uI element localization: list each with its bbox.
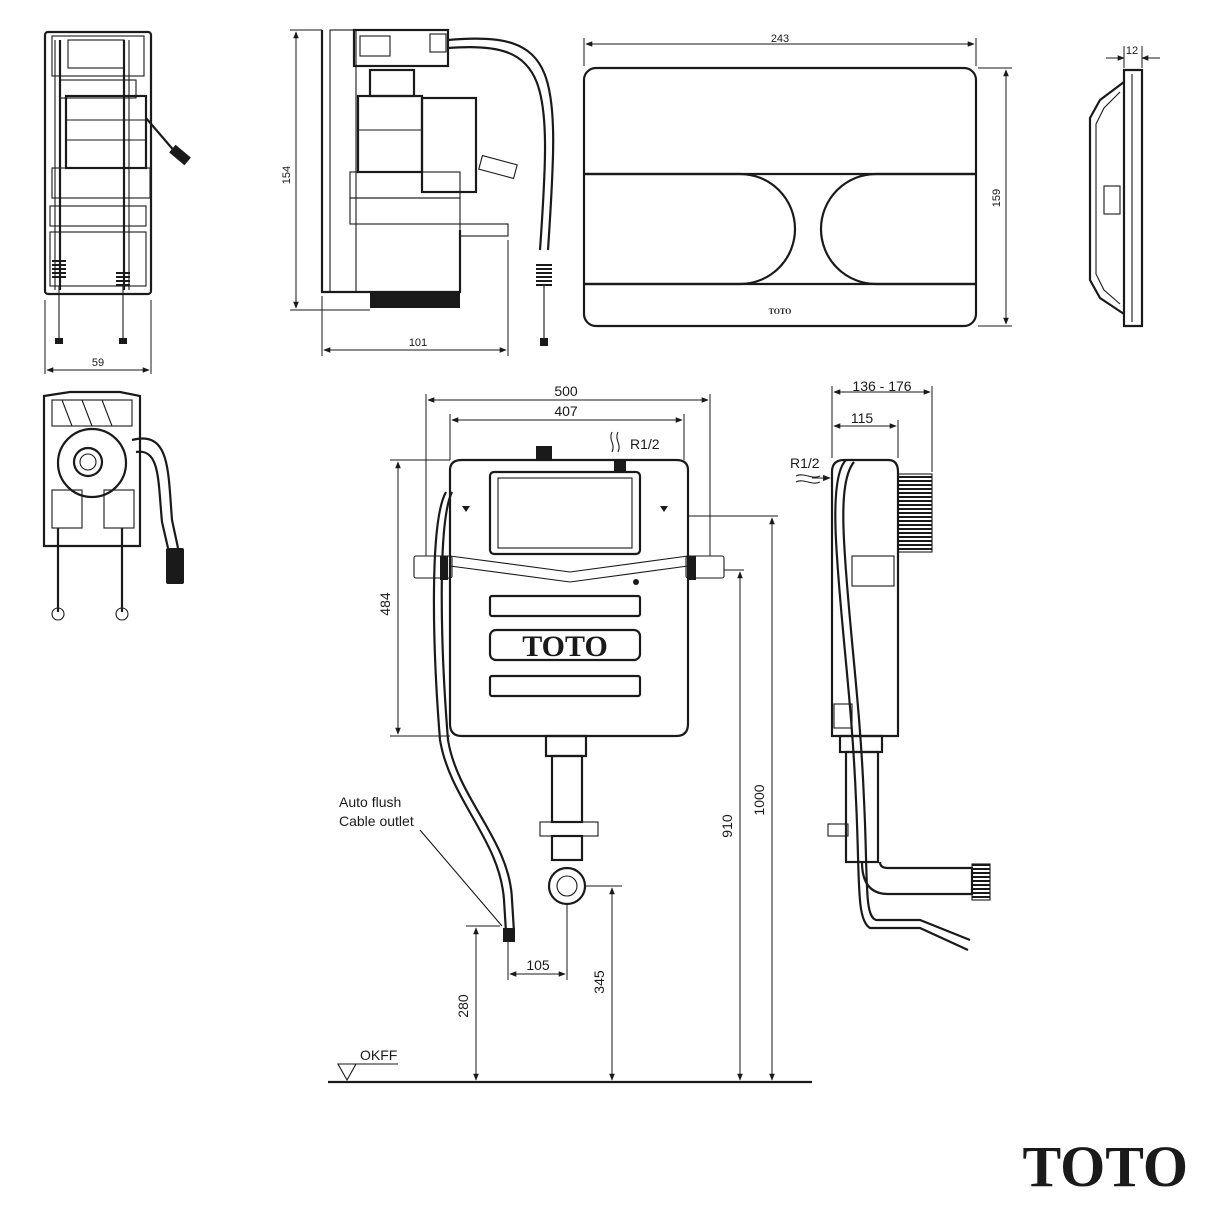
- dim-484-label: 484: [377, 592, 393, 616]
- callout-line-1: Auto flush: [339, 794, 401, 810]
- cistern-front-dimensions: [328, 394, 812, 1084]
- side-water-inlet-label: R1/2: [790, 455, 820, 471]
- dim-115-label: 115: [851, 410, 874, 426]
- toto-brand-logo: TOTO: [1022, 1134, 1188, 1199]
- dim-101-label: 101: [409, 337, 427, 349]
- dim-910-label: 910: [719, 814, 735, 838]
- actuator-side-view: [290, 28, 555, 356]
- plate-logo: TOTO: [769, 307, 792, 316]
- cistern-front-view: [413, 446, 725, 942]
- cistern-side-view: [795, 386, 991, 951]
- dim-12-label: 12: [1126, 45, 1138, 57]
- dim-59-label: 59: [92, 357, 104, 369]
- dim-159-label: 159: [991, 189, 1003, 207]
- callout-line-2: Cable outlet: [339, 813, 414, 829]
- actuator-bottom-view: [42, 390, 184, 621]
- actuator-front-view: [43, 30, 191, 374]
- dim-154-label: 154: [281, 166, 293, 184]
- dim-407-label: 407: [554, 403, 578, 419]
- dim-136-176-label: 136 - 176: [852, 378, 911, 394]
- tank-logo: TOTO: [522, 630, 608, 663]
- dim-1000-label: 1000: [751, 784, 767, 815]
- dim-243-label: 243: [771, 33, 789, 45]
- tank-logo-plate: [488, 628, 642, 662]
- water-inlet-label: R1/2: [630, 436, 660, 452]
- dim-345-label: 345: [591, 970, 607, 994]
- flush-plate-side-view: [1088, 46, 1160, 328]
- flush-plate-front-view: [582, 38, 1012, 328]
- dim-500-label: 500: [554, 383, 578, 399]
- floor-level-label: OKFF: [360, 1047, 397, 1063]
- dim-280-label: 280: [455, 994, 471, 1018]
- dim-105-label: 105: [526, 957, 550, 973]
